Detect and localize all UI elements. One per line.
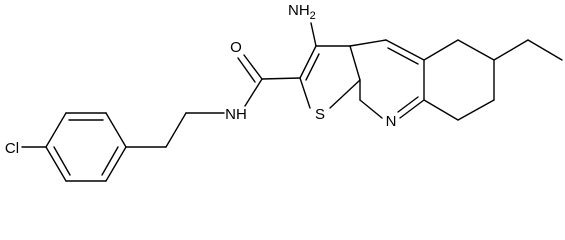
chlorine-label: Cl: [5, 140, 19, 157]
bond: [457, 39, 495, 61]
bond: [244, 78, 263, 107]
bond: [493, 39, 529, 61]
thiophene-sulfur-label: S: [315, 106, 325, 123]
bond: [243, 54, 263, 80]
pyridine-ring: [349, 39, 425, 119]
bond: [237, 57, 256, 83]
bond: [397, 96, 419, 113]
bond: [105, 146, 127, 182]
pyridine-nitrogen-label: N: [386, 113, 397, 130]
bond: [261, 77, 301, 80]
bond: [385, 39, 425, 61]
bond: [423, 39, 459, 61]
bond: [387, 47, 419, 65]
bond: [423, 99, 459, 121]
amine-label: NH2: [288, 2, 316, 22]
bond: [45, 112, 67, 148]
bond: [349, 39, 387, 47]
bond: [527, 39, 563, 61]
bond: [329, 79, 361, 109]
cyclohexane-ring: [423, 39, 563, 121]
amide-linker: [125, 54, 301, 148]
bond: [299, 77, 311, 109]
bond: [105, 112, 127, 148]
bond: [53, 146, 71, 176]
bond: [399, 99, 425, 119]
bond: [310, 22, 317, 47]
chlorophenyl-ring: [21, 112, 127, 182]
bond: [45, 146, 67, 182]
amide-nitrogen-label: NH: [225, 106, 247, 123]
thiophene-ring: [299, 22, 361, 109]
carbonyl-oxygen-label: O: [230, 39, 242, 56]
bond: [359, 99, 383, 119]
bond: [299, 45, 317, 79]
chemical-structure: NH2 O NH S N Cl: [5, 2, 563, 182]
bond: [101, 146, 119, 176]
bond: [457, 99, 495, 121]
bond: [349, 45, 361, 81]
bond: [305, 53, 320, 81]
bond: [165, 112, 187, 148]
